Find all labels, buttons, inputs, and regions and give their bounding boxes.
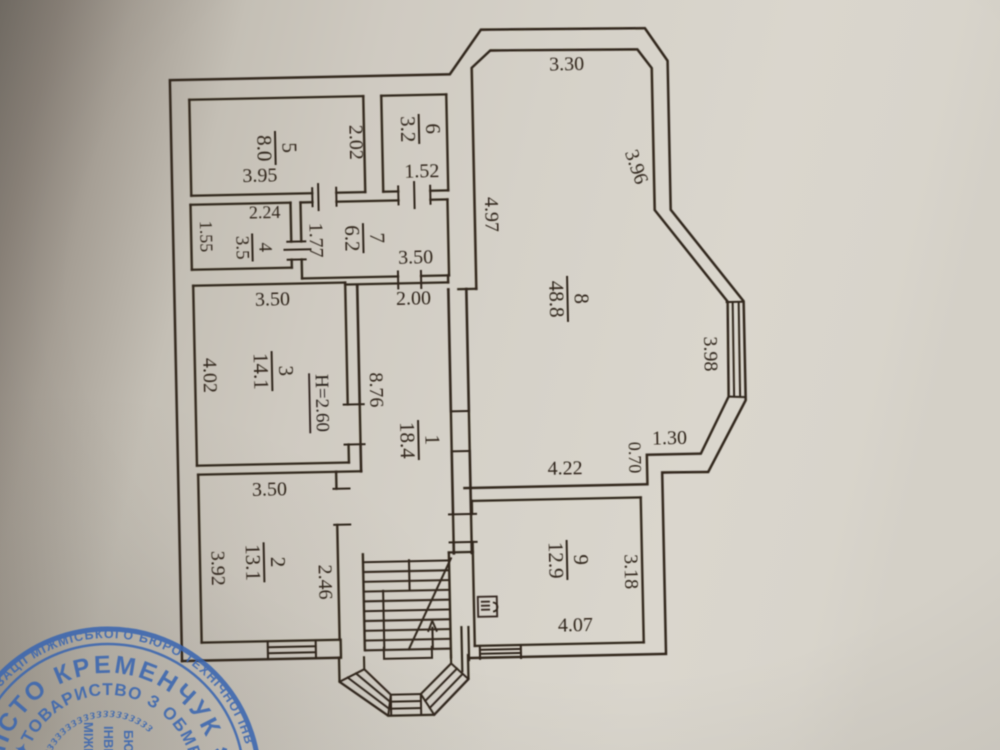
svg-text:2.24: 2.24: [249, 202, 281, 223]
svg-text:1.52: 1.52: [404, 160, 439, 183]
svg-text:7: 7: [365, 232, 389, 243]
svg-text:4.97: 4.97: [480, 197, 503, 232]
svg-text:ІНВЕ: ІНВЕ: [101, 726, 116, 750]
svg-text:1.55: 1.55: [196, 220, 217, 252]
svg-text:9: 9: [569, 554, 593, 565]
svg-text:12.9: 12.9: [544, 542, 569, 579]
svg-text:3.95: 3.95: [242, 165, 277, 188]
svg-text:4.02: 4.02: [198, 358, 221, 393]
svg-text:1.77: 1.77: [304, 222, 327, 257]
svg-text:1.30: 1.30: [652, 427, 687, 450]
svg-text:3.30: 3.30: [549, 53, 584, 76]
svg-text:3.2: 3.2: [396, 116, 421, 143]
svg-text:14.1: 14.1: [249, 353, 274, 390]
svg-text:4: 4: [254, 242, 275, 252]
svg-text:5: 5: [277, 142, 301, 153]
svg-text:6: 6: [421, 123, 445, 134]
svg-text:МІЖМІ: МІЖМІ: [81, 722, 96, 750]
svg-text:3.50: 3.50: [398, 246, 433, 269]
svg-text:2.02: 2.02: [344, 125, 367, 160]
svg-text:БЮР: БЮР: [121, 730, 136, 750]
svg-text:4.22: 4.22: [547, 457, 582, 480]
svg-text:13.1: 13.1: [241, 544, 266, 581]
svg-text:2.46: 2.46: [313, 564, 336, 599]
svg-text:3.5: 3.5: [231, 236, 252, 260]
svg-text:8: 8: [569, 293, 593, 304]
svg-text:8.0: 8.0: [252, 135, 277, 162]
svg-text:2: 2: [266, 557, 290, 568]
svg-text:18.4: 18.4: [395, 422, 420, 460]
svg-text:0.70: 0.70: [624, 442, 645, 474]
svg-text:3: 3: [274, 365, 298, 376]
svg-text:8.76: 8.76: [364, 372, 387, 407]
svg-text:3.50: 3.50: [255, 288, 290, 311]
svg-text:3.50: 3.50: [252, 478, 287, 501]
svg-text:48.8: 48.8: [544, 280, 569, 317]
svg-text:3.92: 3.92: [206, 551, 229, 586]
svg-text:2.00: 2.00: [396, 287, 431, 310]
svg-text:3.18: 3.18: [619, 554, 642, 589]
svg-text:1: 1: [420, 434, 444, 445]
svg-text:Н=2.60: Н=2.60: [311, 374, 333, 432]
svg-text:6.2: 6.2: [340, 225, 365, 252]
svg-text:4.07: 4.07: [558, 614, 593, 637]
svg-text:3.98: 3.98: [699, 336, 722, 371]
